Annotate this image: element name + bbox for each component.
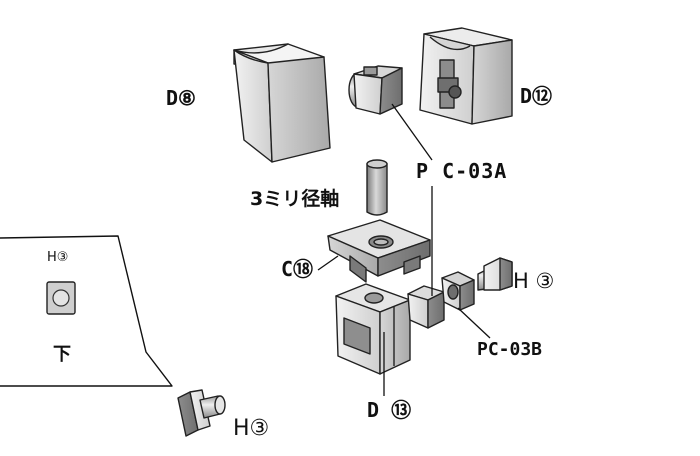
callout-part-label: H③	[47, 250, 69, 265]
part-d12	[419, 27, 513, 125]
label-h3-bottom: H③	[233, 416, 270, 441]
leader-pc03b	[457, 307, 491, 339]
callout-side-label: 下	[53, 344, 71, 365]
callout-outline	[0, 235, 173, 387]
label-h3-top: H ③	[513, 269, 555, 293]
leader-c18	[317, 255, 339, 271]
callout-h3-hole	[52, 289, 70, 307]
callout-bubble	[0, 235, 173, 387]
leader-pc03a-top	[391, 103, 433, 161]
part-3mm-shaft	[366, 159, 388, 216]
leader-lines	[317, 103, 491, 396]
label-pc03a: P C-03A	[416, 159, 508, 183]
part-d8	[233, 43, 331, 163]
part-pc03a	[348, 65, 403, 115]
label-d12: D⑫	[520, 84, 553, 108]
label-d13: D ⑬	[367, 398, 412, 422]
part-d13	[335, 283, 411, 375]
part-h3-bottom	[177, 389, 226, 437]
label-pc03b: PC-03B	[477, 339, 543, 360]
label-c18: C⑱	[281, 257, 314, 281]
part-pc03b	[407, 271, 475, 329]
part-c18	[327, 219, 431, 283]
label-d8: D⑧	[166, 86, 196, 110]
label-3mm-shaft: 3ミリ径軸	[250, 188, 340, 210]
part-h3-top	[477, 257, 513, 291]
